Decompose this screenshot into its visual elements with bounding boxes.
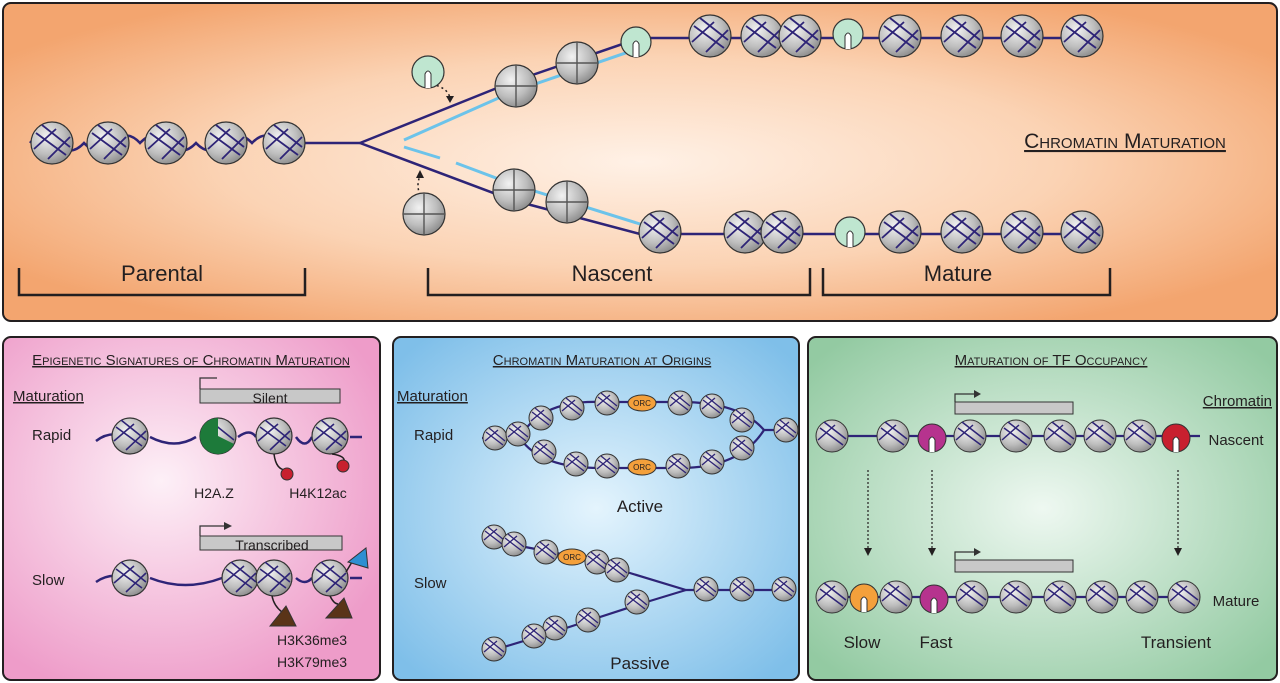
panel3-mature-track <box>815 548 1201 614</box>
panel2-active-caption: Active <box>617 497 663 516</box>
parental-nucleosomes <box>30 121 306 165</box>
panel3-side-label: Chromatin <box>1203 393 1272 410</box>
panel1-rapid-label: Rapid <box>32 427 71 444</box>
nascent-nucleosomes-lower <box>492 168 589 224</box>
panel3-maturation-arrows <box>867 470 1179 548</box>
panel3-category-slow: Slow <box>844 633 882 652</box>
top-title: Chromatin Maturation <box>1024 130 1226 153</box>
panel1-rapid-track <box>95 377 362 481</box>
panel2-orc-label-top: ORC <box>633 399 651 408</box>
panel1-side-label: Maturation <box>13 388 84 405</box>
free-histone-tetramer <box>402 192 446 236</box>
panel3-category-transient: Transient <box>1141 633 1212 652</box>
panel2-slow-label: Slow <box>414 575 447 592</box>
panel1-mark-h3k79me3: H3K79me3 <box>277 654 347 670</box>
panel1-slow-track <box>95 522 369 627</box>
panel3-nascent-track <box>815 390 1200 453</box>
panel2-active-bubble <box>482 390 799 479</box>
panel2-passive-caption: Passive <box>610 654 670 673</box>
mature-nucleosomes-lower <box>638 210 1104 254</box>
panel2-orc-label-bottom: ORC <box>633 463 651 472</box>
panel1-gene-silent: Silent <box>252 390 287 406</box>
stage-label-nascent: Nascent <box>572 261 653 286</box>
stage-label-mature: Mature <box>924 261 992 286</box>
panel1-slow-label: Slow <box>32 572 65 589</box>
panel1-mark-h3k36me3: H3K36me3 <box>277 632 347 648</box>
tf-panel <box>807 336 1278 681</box>
panel1-gene-transcribed: Transcribed <box>235 537 308 553</box>
panel3-arrowheads <box>864 548 1182 556</box>
panel2-side-label: Maturation <box>397 388 468 405</box>
panel1-mark-h4k12ac: H4K12ac <box>289 485 347 501</box>
mature-nucleosomes-upper <box>688 14 1104 58</box>
panel3-category-fast: Fast <box>919 633 952 652</box>
stage-brackets <box>17 268 1112 297</box>
panel1-mark-h2az: H2A.Z <box>194 485 234 501</box>
panel3-mature-label: Mature <box>1213 593 1260 610</box>
panel2-passive-fork <box>481 524 797 662</box>
panel2-orc-label-passive: ORC <box>563 553 581 562</box>
nascent-nucleosomes-upper <box>494 26 652 108</box>
panel1-title: Epigenetic Signatures of Chromatin Matur… <box>32 352 350 369</box>
stage-label-parental: Parental <box>121 261 203 286</box>
panel2-rapid-label: Rapid <box>414 427 453 444</box>
panel2-title: Chromatin Maturation at Origins <box>493 352 711 369</box>
panel3-nascent-label: Nascent <box>1208 432 1264 449</box>
free-chaperone <box>411 55 445 89</box>
panel3-title: Maturation of TF Occupancy <box>955 352 1148 369</box>
